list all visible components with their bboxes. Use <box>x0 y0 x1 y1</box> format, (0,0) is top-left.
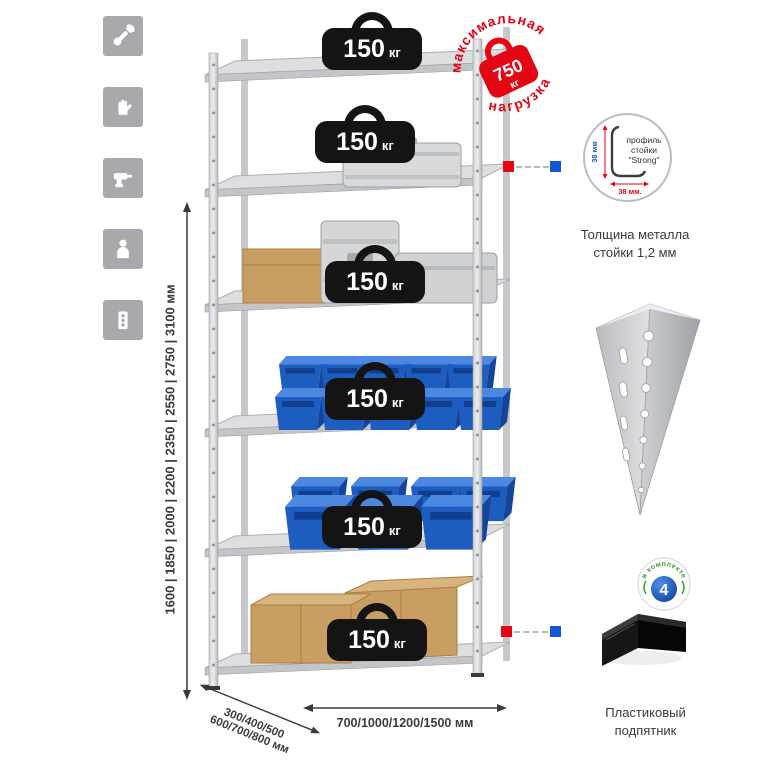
kettlebell-handle <box>344 105 386 127</box>
kettlebell-handle <box>351 490 393 512</box>
depth-dimension: 300/400/500 600/700/800 мм <box>187 677 323 765</box>
glove-icon <box>118 99 132 115</box>
width-dimension-line <box>303 704 507 712</box>
feature-tile-accessories <box>103 300 143 340</box>
feature-tile-assembly <box>103 16 143 56</box>
plastic-foot-graphic <box>602 614 686 666</box>
stamp-kettlebell-body <box>479 44 539 98</box>
kit-count-badge: в комплекте 4 <box>637 557 691 611</box>
profile-drawing: 38 мм 38 мм. профиль стойки "Strong" <box>590 125 662 196</box>
profile-callout-circle: 38 мм 38 мм. профиль стойки "Strong" <box>583 113 672 202</box>
power-strip-icon <box>118 311 128 330</box>
callout-marker-blue-top <box>550 161 561 172</box>
kettlebell-handle <box>354 245 396 267</box>
profile-dim-bottom: 38 мм. <box>618 187 642 196</box>
height-dimension-line <box>183 202 191 700</box>
badge-value: 4 <box>660 582 669 599</box>
feature-tile-person <box>103 229 143 269</box>
kettlebell-handle <box>351 12 393 34</box>
height-dimension-label: 1600 | 1850 | 2000 | 2200 | 2350 | 2550 … <box>162 284 178 615</box>
foot-caption: Пластиковый подпятник <box>605 705 686 738</box>
kettlebell-handle <box>354 362 396 384</box>
callout-connector-top <box>516 166 549 168</box>
profile-label-3: "Strong" <box>628 155 659 165</box>
profile-caption: Толщина металла стойки 1,2 мм <box>580 227 690 260</box>
wrench-icon <box>113 24 135 46</box>
feature-tile-gloves <box>103 87 143 127</box>
corner-post-graphic <box>595 303 701 516</box>
callout-marker-blue-bottom <box>550 626 561 637</box>
profile-label-1: профиль <box>626 135 662 145</box>
callout-connector-bottom <box>514 631 548 633</box>
callout-marker-red-bottom <box>501 626 512 637</box>
width-dimension-label: 700/1000/1200/1500 мм <box>336 716 474 730</box>
feature-tile-tools <box>103 158 143 198</box>
kettlebell-handle <box>356 603 398 625</box>
depth-dimension-line <box>199 684 321 734</box>
profile-dim-side: 38 мм <box>590 141 599 163</box>
profile-label-2: стойки <box>631 145 657 155</box>
drill-icon <box>113 173 133 188</box>
stamp-unit: кг <box>508 78 521 92</box>
callout-marker-red-top <box>503 161 514 172</box>
person-icon <box>117 239 129 259</box>
